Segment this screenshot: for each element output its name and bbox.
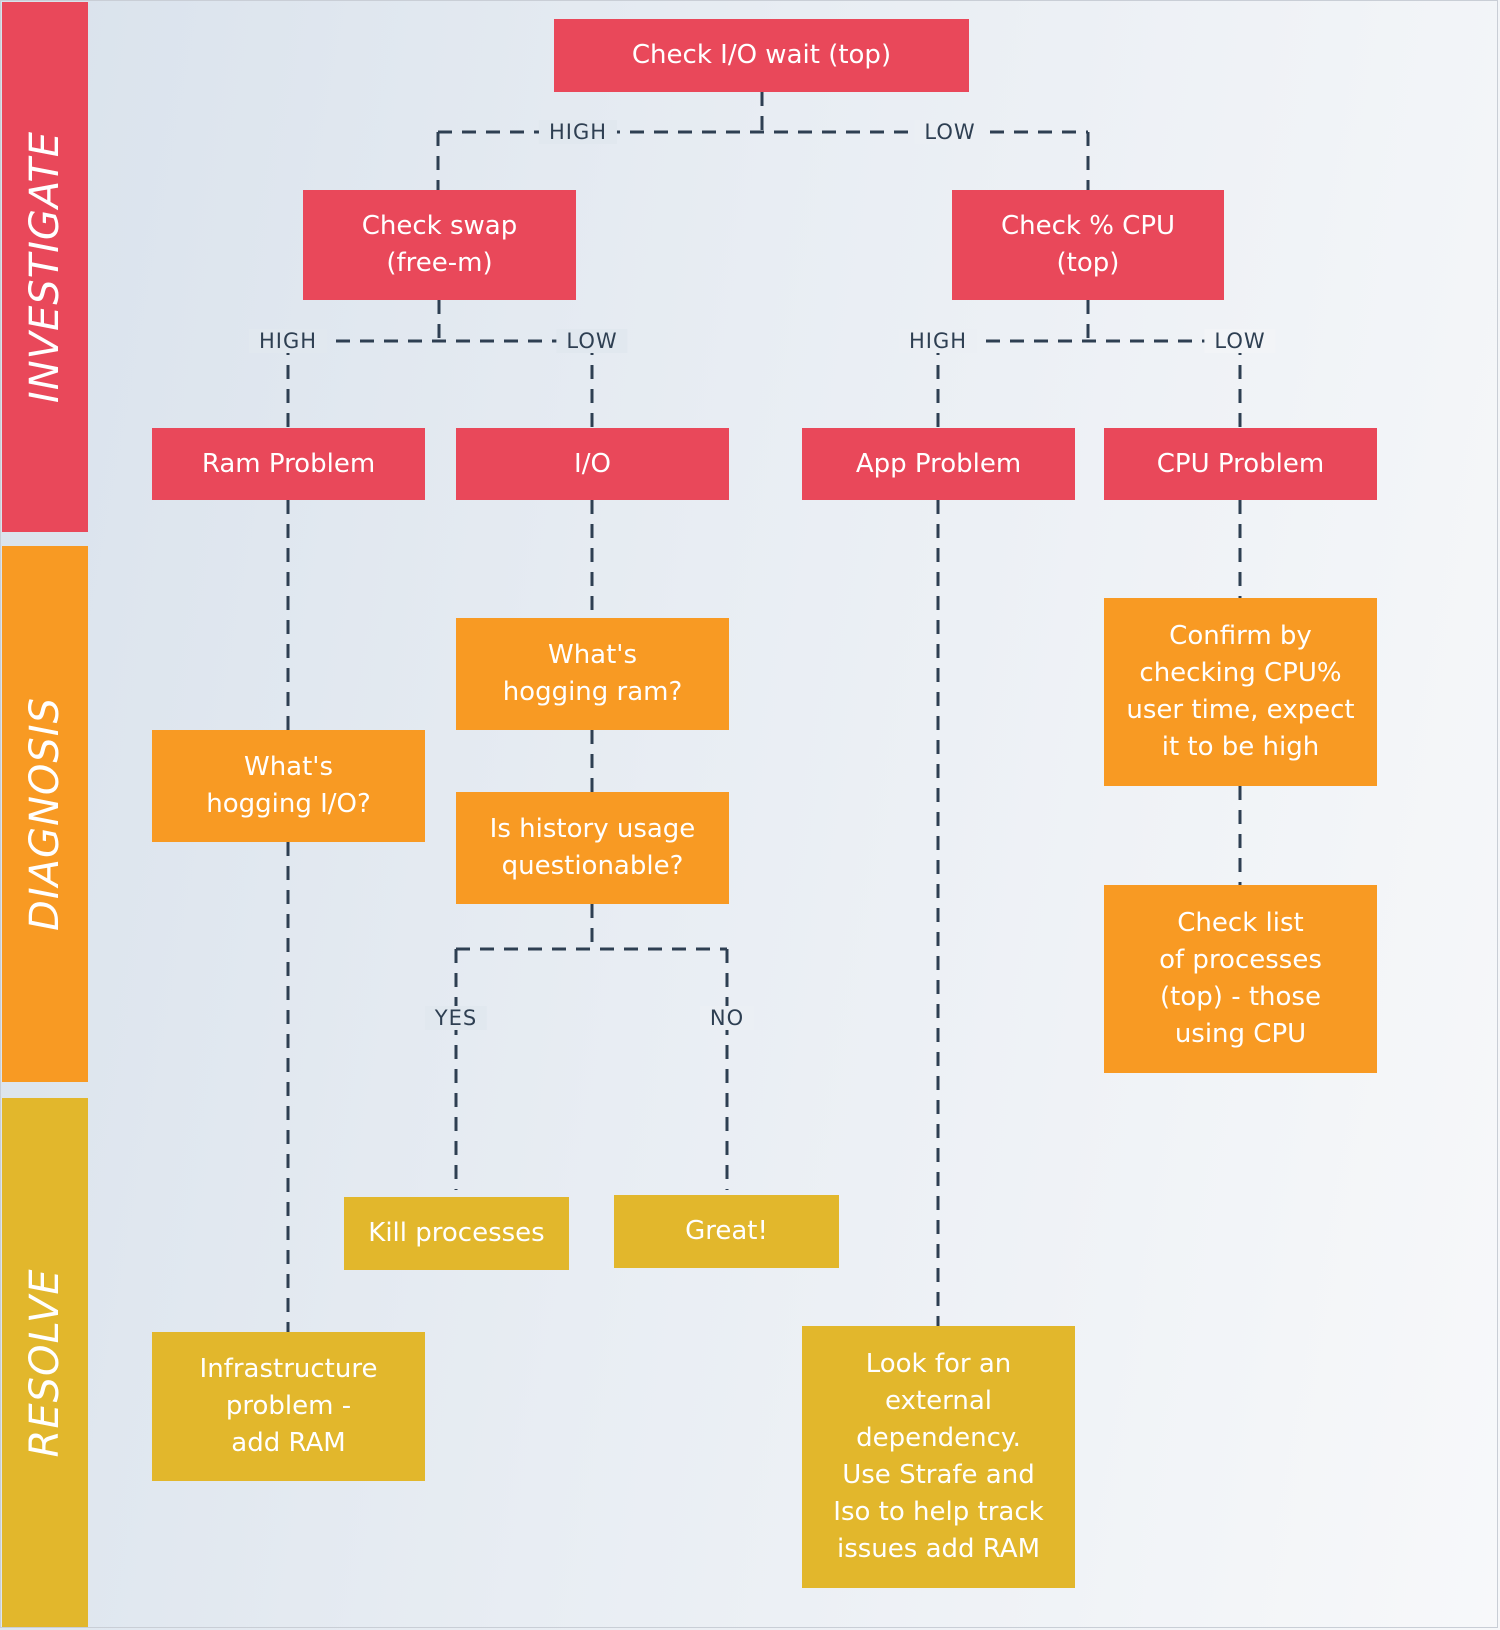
band-investigate: INVESTIGATE — [2, 2, 88, 532]
node-confirm-cpu: Confirm by checking CPU% user time, expe… — [1104, 598, 1377, 786]
band-resolve: RESOLVE — [2, 1098, 88, 1628]
node-history-usage: Is history usage questionable? — [456, 792, 729, 904]
node-check-io-wait: Check I/O wait (top) — [554, 19, 969, 92]
node-hogging-io: What's hogging I/O? — [152, 730, 425, 842]
edge-label-swap-high: HIGH — [248, 329, 328, 353]
edge-cpu-to-branches — [936, 300, 1242, 428]
node-io: I/O — [456, 428, 729, 500]
edge-swap-to-branches — [286, 300, 594, 428]
band-diagnosis: DIAGNOSIS — [2, 546, 88, 1082]
node-app-problem: App Problem — [802, 428, 1075, 500]
edge-label-io-low: LOW — [914, 120, 986, 144]
edge-label-history-yes: YES — [424, 1006, 488, 1030]
node-external-dependency: Look for an external dependency. Use Str… — [802, 1326, 1075, 1588]
edge-label-cpu-high: HIGH — [898, 329, 978, 353]
node-great: Great! — [614, 1195, 839, 1268]
node-cpu-problem: CPU Problem — [1104, 428, 1377, 500]
edge-io-wait-to-branches — [436, 92, 1090, 190]
node-check-list: Check list of processes (top) - those us… — [1104, 885, 1377, 1073]
node-hogging-ram: What's hogging ram? — [456, 618, 729, 730]
edge-history-to-yes-no — [454, 904, 729, 1190]
node-infrastructure: Infrastructure problem - add RAM — [152, 1332, 425, 1481]
edge-label-io-high: HIGH — [538, 120, 618, 144]
node-kill-processes: Kill processes — [344, 1197, 569, 1270]
node-check-swap: Check swap (free-m) — [303, 190, 576, 300]
edge-label-history-no: NO — [699, 1006, 755, 1030]
edge-label-swap-low: LOW — [556, 329, 628, 353]
node-check-cpu: Check % CPU (top) — [952, 190, 1224, 300]
edge-label-cpu-low: LOW — [1204, 329, 1276, 353]
node-ram-problem: Ram Problem — [152, 428, 425, 500]
